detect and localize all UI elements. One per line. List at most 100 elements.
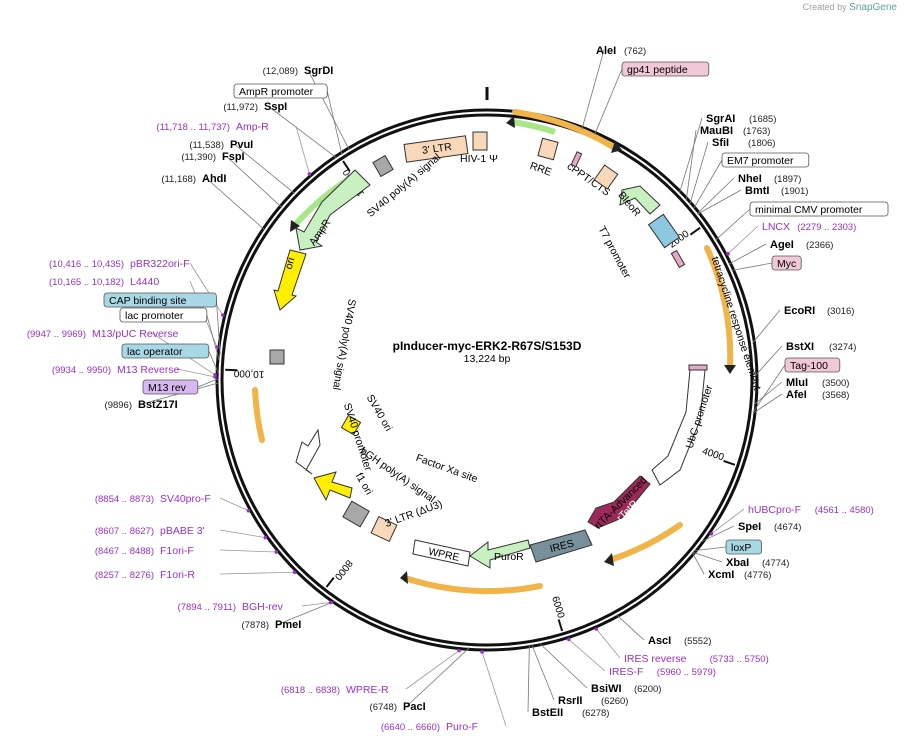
enzyme-name[interactable]: MauBI — [700, 125, 733, 137]
feature-box[interactable] — [233, 83, 328, 99]
enzyme-position: (4674) — [774, 522, 801, 533]
feature-box[interactable] — [103, 292, 217, 308]
enzyme-name[interactable]: XbaI — [726, 557, 749, 569]
enzyme-name[interactable]: BstEII — [532, 707, 563, 719]
enzyme-leader — [752, 309, 781, 344]
ltr3du3-label: 3' LTR (ΔU3) — [383, 498, 444, 530]
enzyme-position: (11,972) — [223, 102, 258, 113]
primer-name[interactable]: M13/pUC Reverse — [92, 328, 179, 340]
feature-box[interactable] — [142, 379, 199, 395]
enzyme-position: (11,168) — [161, 174, 196, 185]
enzyme-position: (1806) — [748, 138, 775, 149]
enzyme-leader — [753, 381, 783, 405]
primer-name[interactable]: F1ori-R — [160, 569, 195, 581]
primer-site — [292, 570, 297, 575]
primer-name[interactable]: hUBCpro-F — [748, 504, 801, 516]
feature-box[interactable] — [119, 307, 208, 323]
primer-name[interactable]: Puro-F — [446, 721, 478, 733]
primer-position: (6818 .. 6838) — [281, 685, 340, 696]
enzyme-position: (6278) — [582, 708, 609, 719]
enzyme-name[interactable]: AleI — [596, 45, 616, 57]
enzyme-name[interactable]: XcmI — [708, 569, 734, 581]
enzyme-position: (3500) — [822, 378, 849, 389]
puror-arrow — [469, 539, 531, 569]
enzyme-name[interactable]: PvuI — [230, 139, 253, 151]
primer-name[interactable]: IRES reverse — [624, 653, 687, 665]
feature-box[interactable] — [725, 539, 762, 555]
enzyme-name[interactable]: AscI — [648, 635, 671, 647]
primer-leader — [405, 650, 460, 690]
feature-box[interactable] — [621, 61, 710, 77]
primer-name[interactable]: pBABE 3' — [160, 525, 205, 537]
enzyme-position: (3568) — [822, 390, 849, 401]
enzyme-name[interactable]: RsrII — [558, 695, 582, 707]
enzyme-name[interactable]: EcoRI — [784, 305, 815, 317]
hiv1psi-box — [472, 131, 488, 151]
enzyme-name[interactable]: BsiWI — [591, 683, 622, 695]
primer-name[interactable]: L4440 — [130, 276, 159, 288]
tick-mark — [723, 460, 736, 466]
primer-position: (8607 .. 8627) — [95, 526, 154, 537]
feature-box-label: EM7 promoter — [727, 155, 794, 167]
feature-box[interactable] — [784, 357, 841, 373]
enzyme-name[interactable]: AhdI — [202, 173, 226, 185]
primer-name[interactable]: IRES-F — [609, 666, 643, 678]
primer-name[interactable]: WPRE-R — [346, 684, 389, 696]
enzyme-name[interactable]: MluI — [786, 377, 808, 389]
primer-site — [213, 375, 217, 379]
sv40prom-arrow — [295, 428, 321, 475]
enzyme-name[interactable]: SgrAI — [706, 113, 735, 125]
enzyme-name[interactable]: FspI — [222, 151, 245, 163]
enzyme-name[interactable]: PacI — [403, 701, 426, 713]
feature-box[interactable] — [721, 152, 810, 168]
primer-site — [457, 648, 461, 653]
enzyme-name[interactable]: AfeI — [786, 389, 807, 401]
enzyme-name[interactable]: BmtI — [745, 185, 769, 197]
enzyme-leader — [538, 642, 588, 689]
enzyme-name[interactable]: SpeI — [738, 521, 761, 533]
enzyme-name[interactable]: BstZ17I — [138, 399, 178, 411]
primer-name[interactable]: BGH-rev — [242, 601, 284, 613]
ori-arrow — [273, 249, 307, 311]
feature-box[interactable] — [121, 343, 210, 359]
enzyme-leader — [689, 141, 709, 205]
primer-name[interactable]: Amp-R — [236, 121, 269, 133]
enzyme-leader — [581, 49, 605, 130]
bgh-box — [342, 500, 370, 528]
enzyme-name[interactable]: SspI — [264, 101, 287, 113]
feature-leader — [197, 378, 220, 388]
enzyme-name[interactable]: SfiI — [712, 137, 729, 149]
feature-box-label: Tag-100 — [790, 360, 828, 372]
enzyme-name[interactable]: BstXI — [786, 341, 814, 353]
enzyme-name[interactable]: SgrDI — [304, 65, 333, 77]
primer-name[interactable]: SV40pro-F — [160, 493, 211, 505]
ampr-arrow — [295, 169, 371, 251]
primer-name[interactable]: M13 Reverse — [117, 364, 180, 376]
primer-position: (9947 .. 9969) — [27, 329, 86, 340]
feature-box[interactable] — [749, 201, 889, 217]
feature-box[interactable] — [771, 255, 802, 271]
puror-label: PuroR — [494, 551, 524, 563]
primer-name[interactable]: LNCX — [762, 221, 790, 233]
primer-name[interactable]: pBR322ori-F — [130, 258, 190, 270]
ubc-arrow — [651, 369, 706, 486]
enzyme-position: (1897) — [774, 174, 801, 185]
orf-arrowhead-4 — [400, 571, 408, 584]
sv40prom-label: SV40 promoter — [341, 402, 374, 473]
feature-leader — [326, 90, 343, 155]
enzyme-leader — [527, 644, 530, 713]
feature-leader — [594, 68, 623, 135]
enzyme-name[interactable]: AgeI — [770, 239, 794, 251]
feature-leader — [208, 350, 220, 375]
tick-label: 8000 — [332, 557, 355, 582]
primer-position: (5733 .. 5750) — [710, 654, 769, 665]
enzyme-name[interactable]: PmeI — [275, 619, 301, 631]
feature-box-label: gp41 peptide — [627, 64, 688, 76]
enzyme-position: (5552) — [684, 636, 711, 647]
orf-arrowhead-3 — [604, 553, 614, 566]
enzyme-name[interactable]: NheI — [738, 173, 762, 185]
primer-name[interactable]: F1ori-F — [160, 545, 194, 557]
enzyme-leader — [696, 177, 735, 214]
enzyme-position: (4776) — [744, 570, 771, 581]
sv40ori-box — [340, 414, 362, 436]
